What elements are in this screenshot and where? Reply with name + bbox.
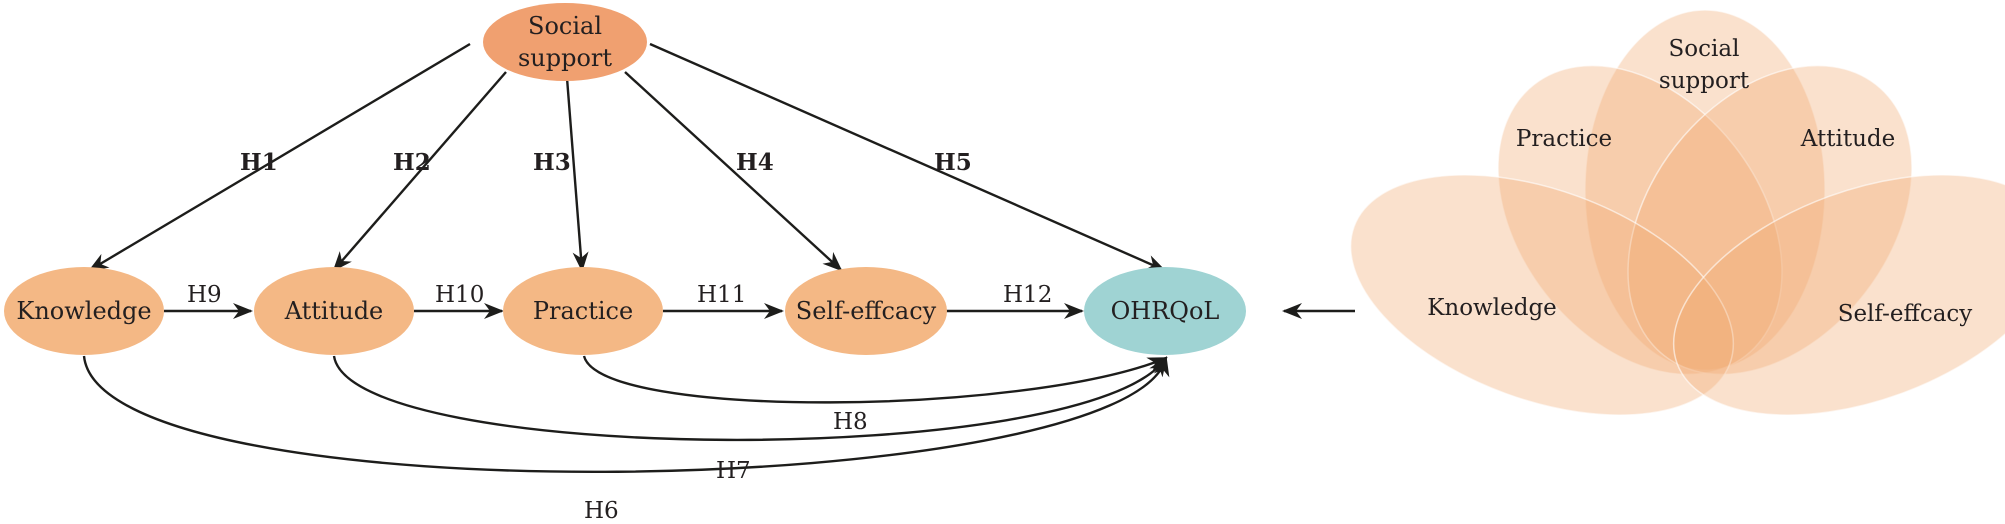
node-attitude-label: Attitude (284, 297, 384, 325)
petal-knowledge (1349, 174, 1735, 416)
label-h4: H4 (736, 149, 774, 176)
petal-practice-label: Practice (1516, 126, 1612, 152)
label-h3: H3 (533, 149, 571, 176)
node-practice-label: Practice (533, 297, 633, 325)
edge-h1 (88, 42, 471, 272)
label-h9: H9 (187, 282, 222, 308)
node-social-support-line1: Social (528, 12, 602, 40)
node-social-support: Social support (483, 3, 647, 81)
label-h2: H2 (393, 149, 431, 176)
label-h12: H12 (1003, 282, 1052, 308)
petal-practice (1497, 64, 1783, 376)
label-h5: H5 (934, 149, 972, 176)
petal-attitude-label: Attitude (1800, 126, 1895, 152)
petal-attitude (1627, 64, 1913, 376)
node-ohrqol: OHRQoL (1084, 267, 1246, 355)
edge-h5 (649, 42, 1166, 272)
petal-social-support-line2: support (1659, 68, 1750, 94)
petal-labels: Social support Practice Attitude Knowled… (1427, 36, 1972, 327)
petal-self-efficacy (1672, 174, 2005, 416)
node-social-support-line2: support (518, 44, 612, 72)
petal-flower (1349, 9, 2005, 416)
node-self-efficacy: Self-effcacy (785, 267, 947, 355)
edge-h4 (624, 71, 843, 272)
path-diagram: Social support Knowledge Attitude Practi… (4, 3, 1246, 524)
label-h6: H6 (584, 498, 619, 524)
node-ohrqol-label: OHRQoL (1111, 297, 1220, 325)
edge-h3 (565, 77, 589, 272)
petal-knowledge-label: Knowledge (1427, 295, 1557, 321)
edge-h2 (332, 71, 507, 272)
node-practice: Practice (503, 267, 663, 355)
label-h10: H10 (435, 282, 484, 308)
label-h7: H7 (716, 458, 751, 484)
edge-h6 (82, 355, 1170, 474)
edge-h8 (582, 355, 1168, 404)
petal-social-support (1584, 9, 1826, 371)
node-knowledge-label: Knowledge (16, 297, 151, 325)
petal-self-efficacy-label: Self-effcacy (1838, 301, 1973, 327)
label-h8: H8 (833, 409, 868, 435)
edge-h7 (332, 355, 1168, 442)
label-h1: H1 (240, 149, 278, 176)
petal-social-support-line1: Social (1669, 36, 1740, 62)
node-knowledge: Knowledge (4, 267, 164, 355)
node-self-efficacy-label: Self-effcacy (796, 297, 937, 325)
label-h11: H11 (697, 282, 746, 308)
node-attitude: Attitude (254, 267, 414, 355)
